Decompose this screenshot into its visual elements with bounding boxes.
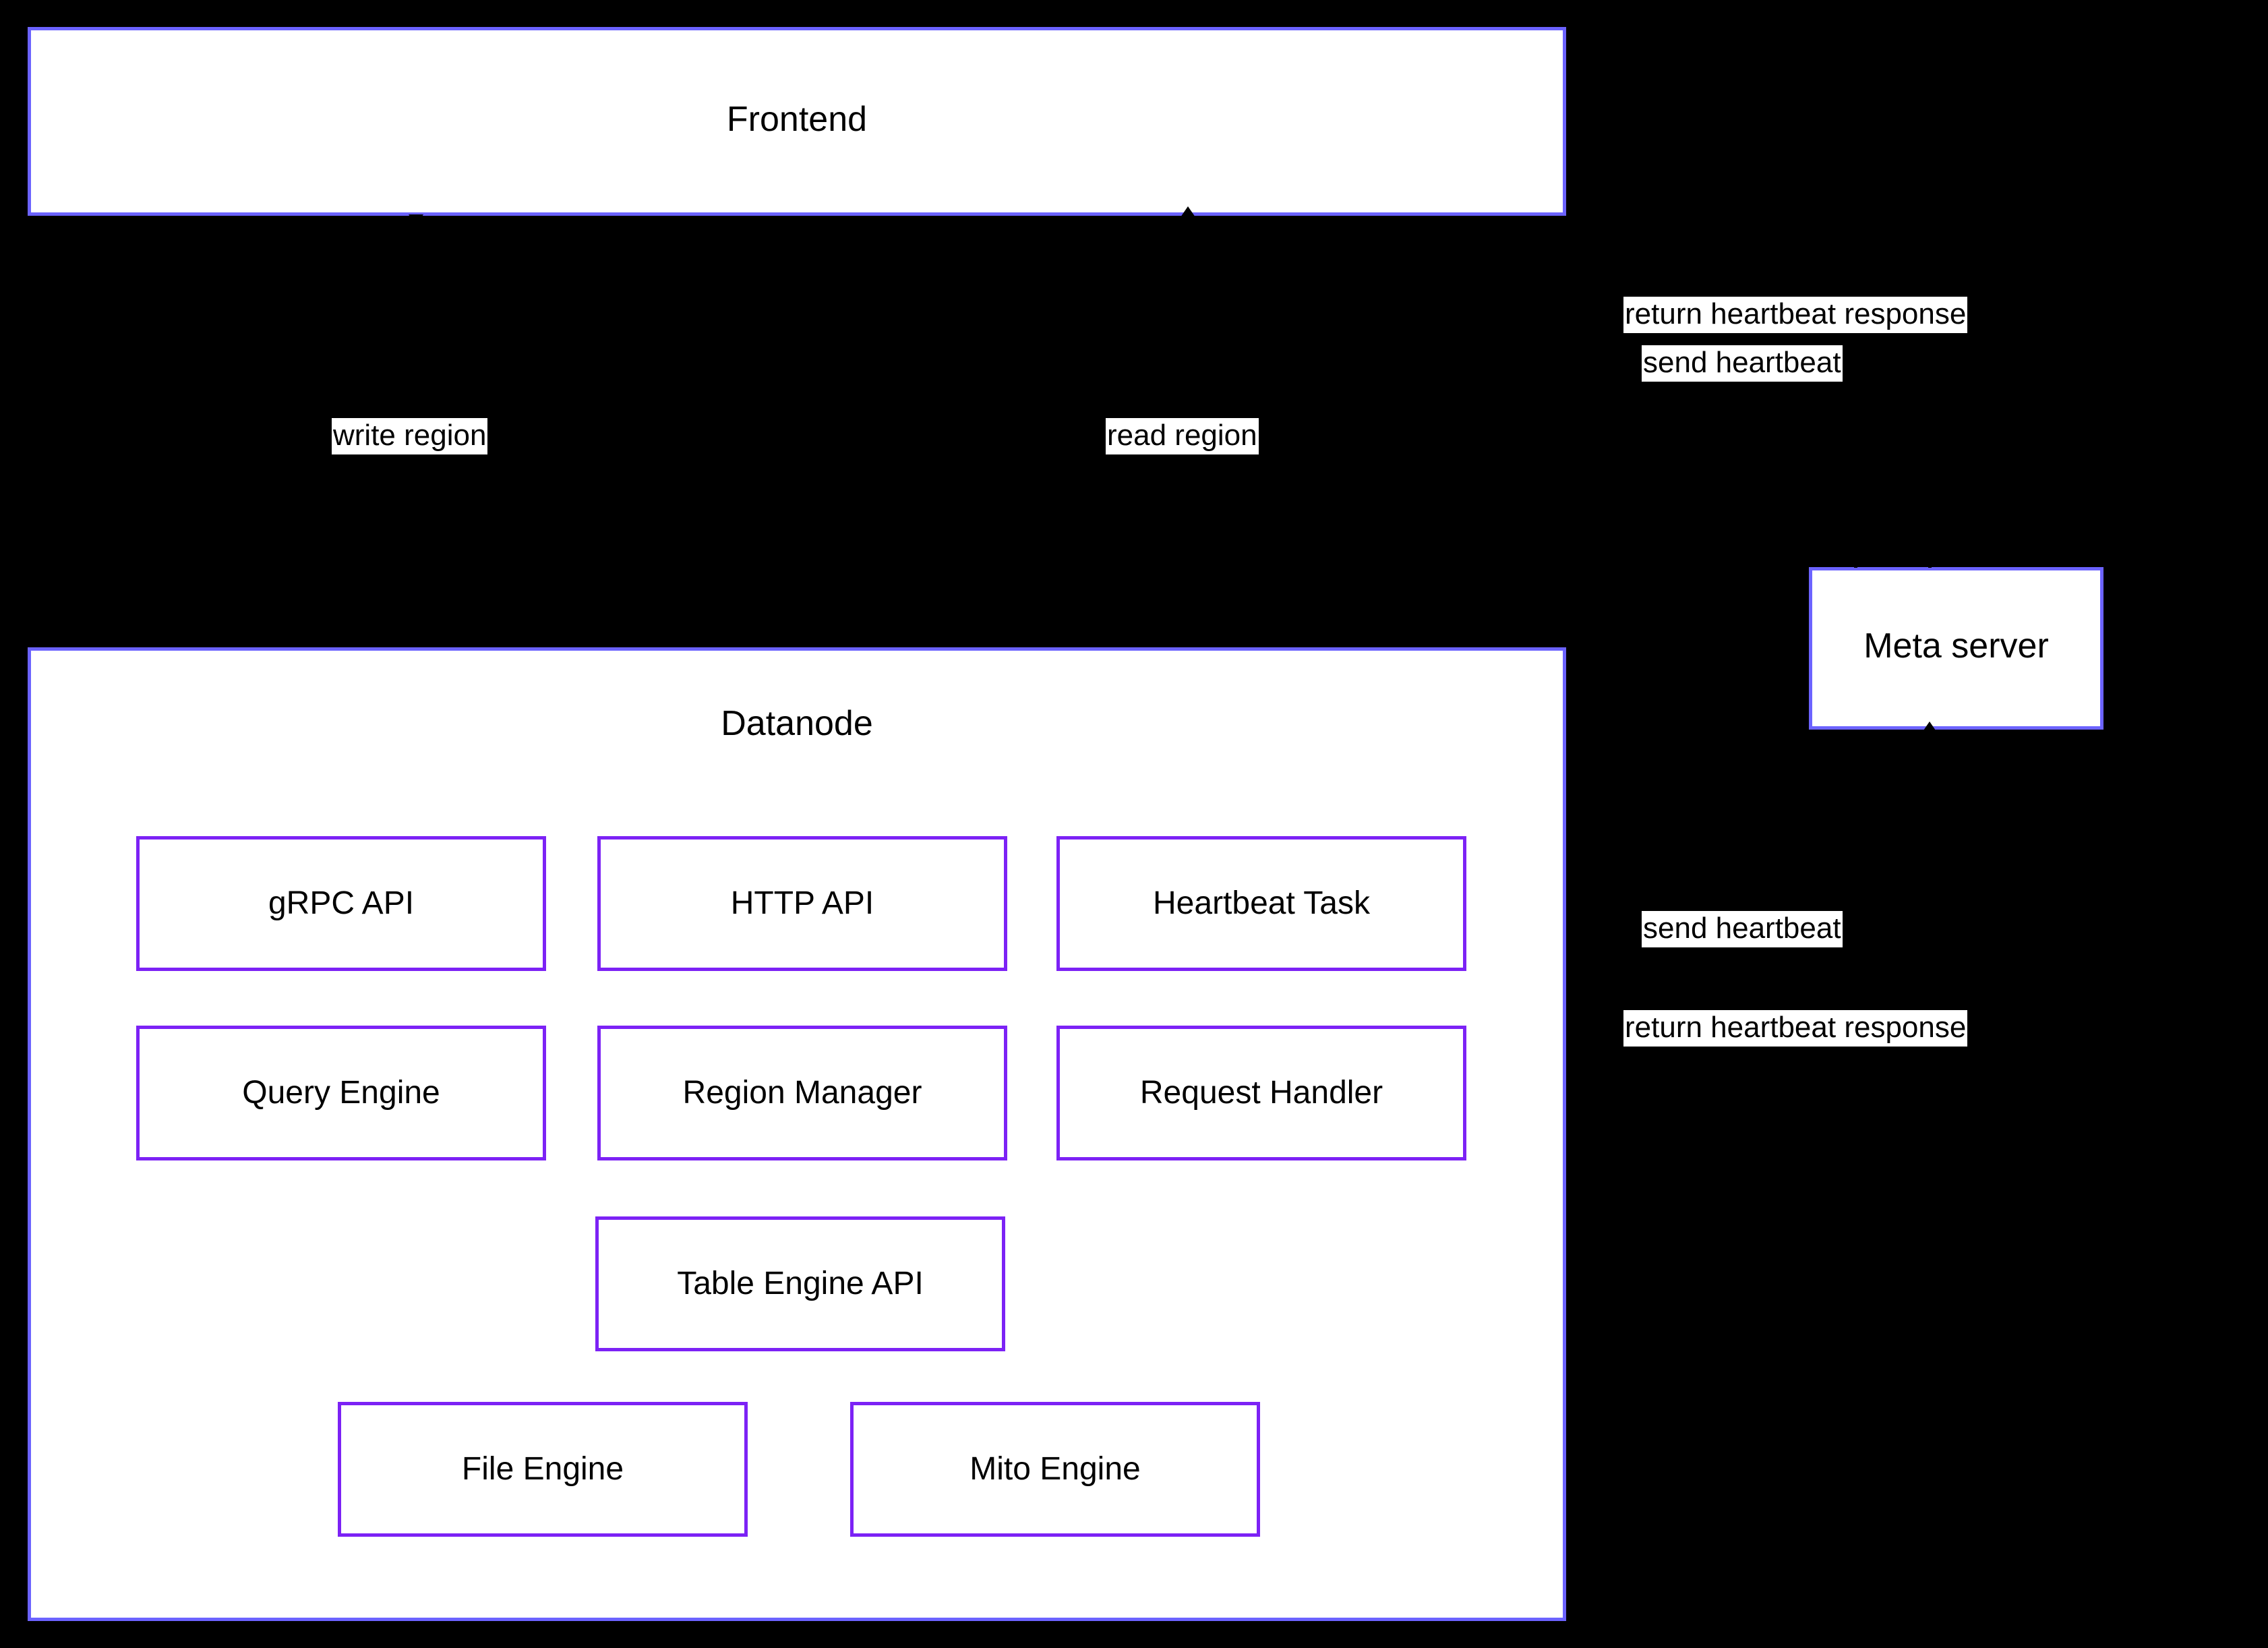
node-heartbeat-task-label: Heartbeat Task <box>1153 885 1370 921</box>
edge-label-return-heartbeat-response-top: return heartbeat response <box>1623 297 1968 333</box>
node-region-manager[interactable]: Region Manager <box>597 1026 1007 1160</box>
node-http-api[interactable]: HTTP API <box>597 836 1007 971</box>
node-file-engine[interactable]: File Engine <box>338 1402 748 1537</box>
edge-label-send-heartbeat-top: send heartbeat <box>1642 345 1843 382</box>
node-grpc-api[interactable]: gRPC API <box>136 836 546 971</box>
arrow-down-icon <box>409 214 423 225</box>
edge-label-return-heartbeat-response-bottom: return heartbeat response <box>1623 1010 1968 1047</box>
node-request-handler[interactable]: Request Handler <box>1056 1026 1466 1160</box>
arrow-down-icon <box>1848 557 1863 568</box>
node-query-engine[interactable]: Query Engine <box>136 1026 546 1160</box>
edge-datanode-to-meta-heartbeat <box>1854 730 1857 945</box>
node-grpc-api-label: gRPC API <box>268 885 415 921</box>
node-table-engine-api-label: Table Engine API <box>677 1265 924 1301</box>
edge-frontend-to-meta-heartbeat <box>1854 217 1857 568</box>
edge-label-send-heartbeat-bottom: send heartbeat <box>1642 911 1843 947</box>
node-region-manager-label: Region Manager <box>682 1074 922 1111</box>
node-frontend-label: Frontend <box>726 100 868 139</box>
arrow-up-icon <box>1922 722 1937 732</box>
node-mito-engine-label: Mito Engine <box>969 1450 1141 1487</box>
node-table-engine-api[interactable]: Table Engine API <box>595 1216 1005 1351</box>
node-frontend[interactable]: Frontend <box>28 27 1566 216</box>
edge-meta-to-frontend-heartbeat-response <box>1928 217 1932 568</box>
node-datanode-label: Datanode <box>721 704 873 743</box>
edge-label-read-region: read region <box>1106 418 1259 454</box>
arrow-up-icon <box>1181 206 1195 217</box>
node-http-api-label: HTTP API <box>730 885 874 921</box>
node-meta-server-label: Meta server <box>1863 626 2049 666</box>
node-meta-server[interactable]: Meta server <box>1809 567 2103 730</box>
node-query-engine-label: Query Engine <box>242 1074 440 1111</box>
node-file-engine-label: File Engine <box>461 1450 624 1487</box>
node-mito-engine[interactable]: Mito Engine <box>850 1402 1260 1537</box>
edge-meta-to-datanode-heartbeat-response <box>1928 730 1932 945</box>
node-request-handler-label: Request Handler <box>1139 1074 1383 1111</box>
node-heartbeat-task[interactable]: Heartbeat Task <box>1056 836 1466 971</box>
edge-label-write-region: write region <box>332 418 488 454</box>
